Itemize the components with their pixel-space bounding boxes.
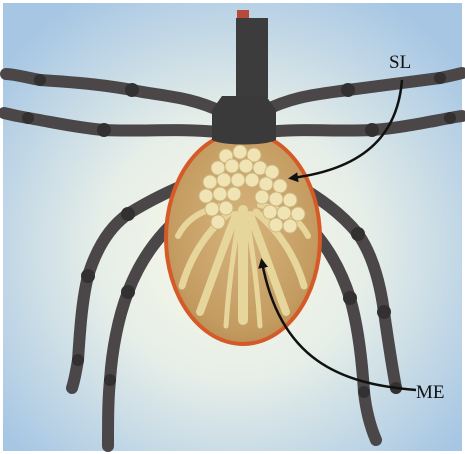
label-sl: SL xyxy=(389,52,411,73)
palps xyxy=(236,18,268,98)
basis-capituli xyxy=(212,96,276,145)
label-me: ME xyxy=(416,382,445,403)
